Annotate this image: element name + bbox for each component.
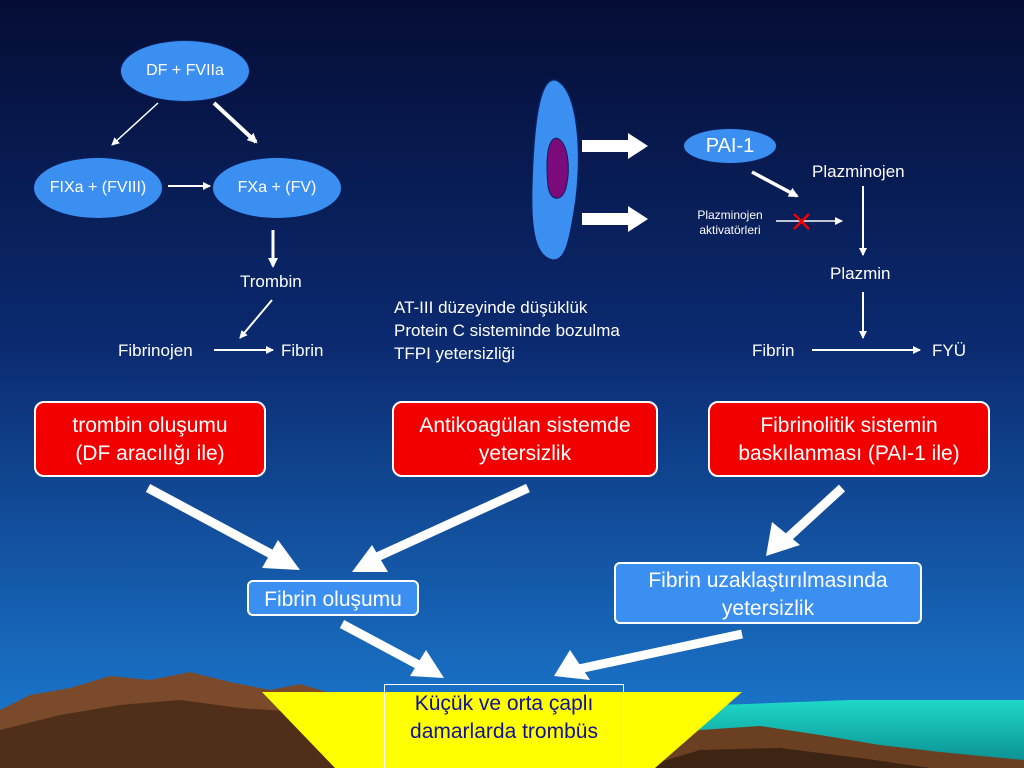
label-trombin: Trombin bbox=[240, 272, 302, 291]
box-antikoagulan: Antikoagülan sistemde yetersizlik bbox=[392, 401, 658, 477]
node-df-fviia-label: DF + FVIIa bbox=[146, 62, 224, 79]
inhibition-x-icon bbox=[793, 213, 810, 230]
box-removal-line1: Fibrin uzaklaştırılmasında bbox=[648, 569, 888, 592]
label-activators-line1: Plazminojen bbox=[697, 208, 763, 222]
label-plazmin: Plazmin bbox=[830, 264, 891, 283]
box-fibrin-olusumu: Fibrin oluşumu bbox=[247, 580, 419, 616]
anticoag-item: TFPI yetersizliği bbox=[394, 344, 515, 363]
anticoag-list: AT-III düzeyinde düşüklük Protein C sist… bbox=[394, 296, 620, 365]
cell-nucleus bbox=[546, 137, 569, 199]
result-line1: Küçük ve orta çaplı bbox=[414, 692, 594, 715]
box-trombin-line2: (DF aracılığı ile) bbox=[75, 441, 225, 465]
node-pai1-label: PAI-1 bbox=[705, 134, 755, 157]
label-activators: Plazminojen aktivatörleri bbox=[682, 208, 778, 238]
box-removal-line2: yetersizlik bbox=[721, 596, 815, 620]
result-banner bbox=[262, 692, 742, 768]
label-fibrinojen: Fibrinojen bbox=[118, 341, 193, 360]
node-fixa-label: FIXa + (FVIII) bbox=[49, 179, 147, 196]
label-fibrin-right: Fibrin bbox=[752, 341, 795, 360]
node-df-fviia: DF + FVIIa bbox=[120, 40, 250, 102]
anticoag-item: Protein C sisteminde bozulma bbox=[394, 321, 620, 340]
anticoag-item: AT-III düzeyinde düşüklük bbox=[394, 298, 588, 317]
label-activators-line2: aktivatörleri bbox=[699, 223, 761, 237]
box-fibrinolitik: Fibrinolitik sistemin baskılanması (PAI-… bbox=[708, 401, 990, 477]
box-antikoagulan-line2: yetersizlik bbox=[478, 441, 572, 465]
result-text: Küçük ve orta çaplı damarlarda trombüs bbox=[384, 690, 624, 745]
box-fibrin-uzaklastirilmasi: Fibrin uzaklaştırılmasında yetersizlik bbox=[614, 562, 922, 624]
label-plazminojen: Plazminojen bbox=[812, 162, 905, 181]
box-fibrin-olusumu-label: Fibrin oluşumu bbox=[264, 588, 402, 611]
result-frame bbox=[384, 684, 624, 768]
box-trombin-line1: trombin oluşumu bbox=[72, 414, 228, 437]
box-fibrinolitik-line1: Fibrinolitik sistemin bbox=[760, 414, 938, 437]
node-fxa-label: FXa + (FV) bbox=[237, 179, 317, 196]
label-fibrin-left: Fibrin bbox=[281, 341, 324, 360]
node-fixa: FIXa + (FVIII) bbox=[33, 157, 163, 219]
box-antikoagulan-line1: Antikoagülan sistemde bbox=[419, 414, 631, 437]
result-line2: damarlarda trombüs bbox=[410, 719, 598, 743]
node-pai1: PAI-1 bbox=[683, 128, 777, 164]
label-fyu: FYÜ bbox=[932, 341, 966, 360]
node-fxa: FXa + (FV) bbox=[212, 157, 342, 219]
box-fibrinolitik-line2: baskılanması (PAI-1 ile) bbox=[738, 441, 960, 465]
box-trombin-olusumu: trombin oluşumu (DF aracılığı ile) bbox=[34, 401, 266, 477]
